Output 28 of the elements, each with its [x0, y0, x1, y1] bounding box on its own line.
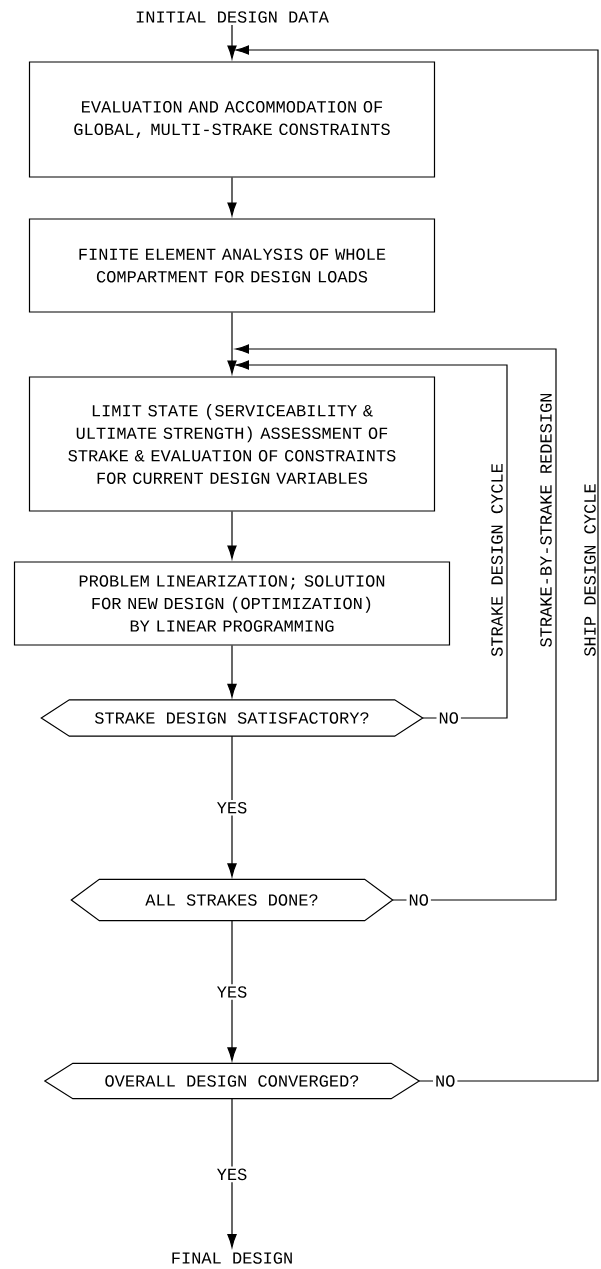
- cycle-label: STRAKE DESIGN CYCLE: [490, 462, 504, 658]
- cycle-label: STRAKE-BY-STRAKE REDESIGN: [539, 391, 553, 649]
- edge-label: YES: [214, 1166, 250, 1183]
- process-box: LIMIT STATE (SERVICEABILITY & ULTIMATE STRENGTH) ASSESSMENT OF STRAKE & EVALUATION OF CONSTRAINTS FOR CURRENT DESIGN VARIABLES: [28, 376, 436, 512]
- terminal-text: FINAL DESIGN: [172, 1252, 292, 1264]
- process-box: PROBLEM LINEARIZATION; SOLUTION FOR NEW DESIGN (OPTIMIZATION) BY LINEAR PROGRAMMING: [13, 561, 451, 646]
- arrow: [235, 45, 599, 1082]
- terminal-text: INITIAL DESIGN DATA: [136, 11, 329, 23]
- process-box: FINITE ELEMENT ANALYSIS OF WHOLE COMPARTMENT FOR DESIGN LOADS: [28, 218, 436, 313]
- arrow: [227, 920, 237, 1061]
- arrow: [227, 1098, 237, 1248]
- arrow: [235, 360, 508, 719]
- arrow: [227, 177, 237, 217]
- edge-label: YES: [214, 984, 250, 1000]
- arrow: [227, 735, 237, 877]
- edge-label: YES: [214, 800, 250, 816]
- process-box: EVALUATION AND ACCOMMODATION OF GLOBAL, MULTI-STRAKE CONSTRAINTS: [28, 61, 436, 178]
- edge-label: NO: [406, 892, 431, 908]
- decision-hexagon: STRAKE DESIGN SATISFACTORY?: [40, 699, 424, 737]
- arrow: [227, 24, 237, 60]
- arrow: [227, 511, 237, 560]
- edge-label: NO: [436, 710, 461, 726]
- arrow: [227, 645, 237, 698]
- arrow: [235, 344, 557, 901]
- arrow: [227, 312, 237, 375]
- decision-hexagon: ALL STRAKES DONE?: [70, 878, 394, 922]
- edge-label: NO: [433, 1073, 458, 1089]
- cycle-label: SHIP DESIGN CYCLE: [583, 482, 597, 658]
